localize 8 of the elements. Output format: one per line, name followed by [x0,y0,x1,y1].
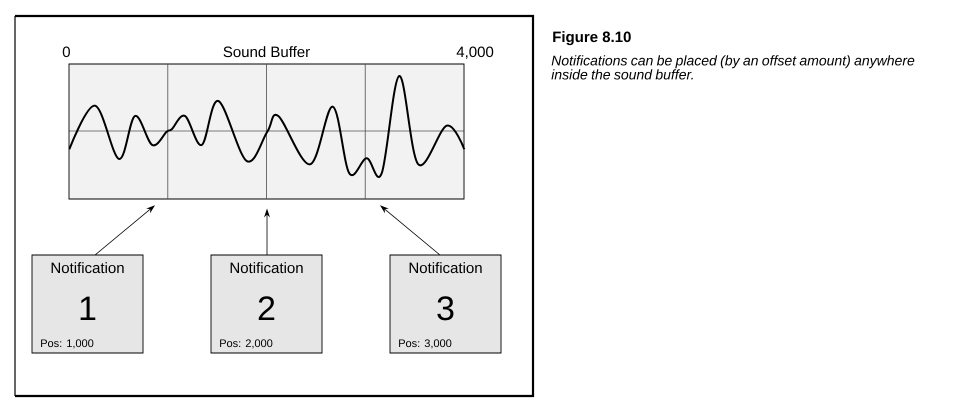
notification-box: Notification 1 Pos: 1,000 [32,254,144,354]
figure-caption: Notifications can be placed (by an offset amount) anywhere inside the sound buffer. [551,55,914,80]
notification-box: Notification 3 Pos: 3,000 [390,254,502,354]
axis-value: 0 [62,46,70,58]
notification-box: Notification 2 Pos: 2,000 [210,254,322,354]
node-label: Sound Buffer [224,46,310,58]
axis-value: 4,000 [456,46,494,59]
figure-title: Figure 8.10 [553,31,631,46]
